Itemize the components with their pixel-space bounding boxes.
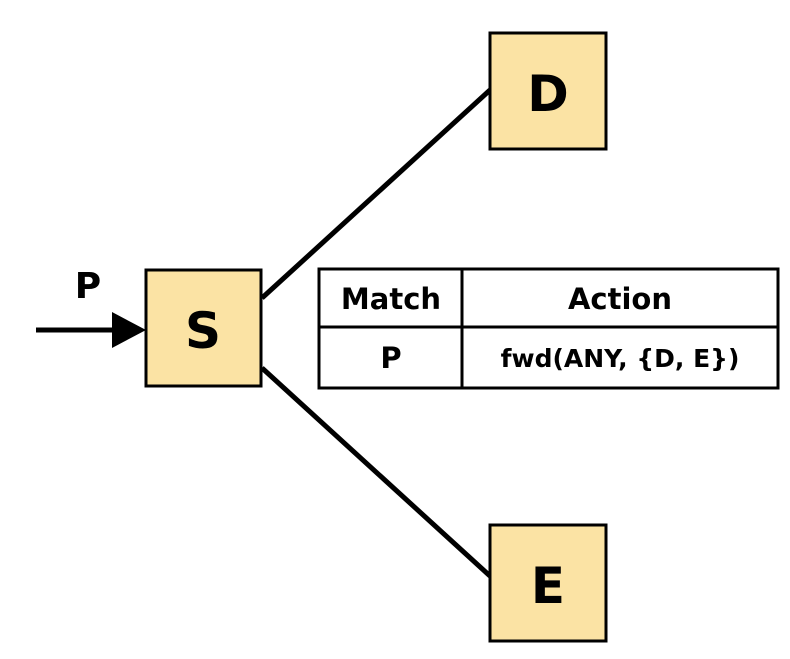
node-label-s: S [185, 302, 221, 360]
node-label-d: D [527, 65, 569, 123]
node-dest-d: D [488, 31, 608, 151]
flow-table-header-match: Match [341, 282, 441, 316]
edge-s-to-d [260, 88, 492, 300]
flow-table-row-match: P [380, 341, 401, 375]
flow-table-row-action: fwd(ANY, {D, E}) [501, 344, 740, 373]
flow-table: Match Action P fwd(ANY, {D, E}) [317, 267, 780, 390]
node-dest-e: E [488, 523, 608, 643]
flow-table-header-action: Action [568, 282, 672, 316]
arrowhead-icon [112, 312, 146, 348]
node-switch-s: S [144, 268, 263, 388]
incoming-packet-arrow [36, 312, 146, 348]
edge-s-to-e [260, 366, 492, 578]
node-label-e: E [531, 557, 565, 615]
incoming-packet-label: P [75, 266, 101, 307]
